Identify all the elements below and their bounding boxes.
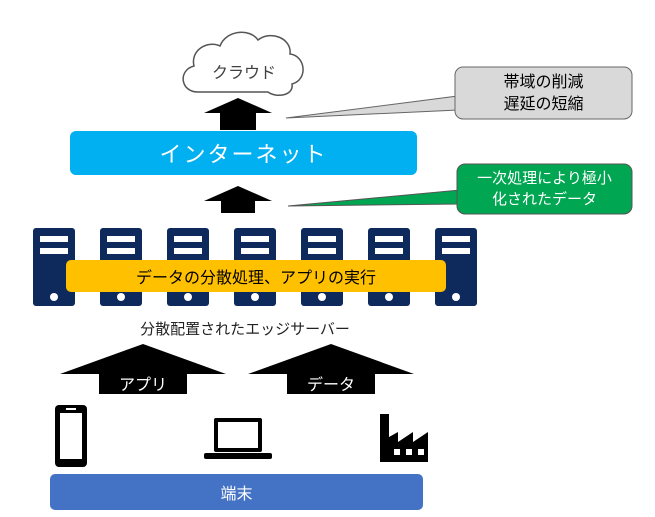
arrow-app (60, 344, 226, 394)
internet-bar (70, 131, 417, 175)
arrow-internet-to-cloud (204, 98, 272, 130)
cloud-label: クラウド (211, 63, 276, 82)
callout-bandwidth-text: 帯域の削減 遅延の短縮 (503, 72, 584, 113)
callout-gray-box (454, 66, 633, 120)
laptop-icon (204, 418, 272, 459)
callout-green-pointer (287, 189, 461, 207)
cloud-shape (182, 31, 304, 97)
callout-green-box (456, 163, 633, 215)
arrow-app-label: アプリ (118, 375, 167, 394)
internet-label: インターネット (159, 143, 328, 168)
processing-bar (66, 260, 446, 292)
processing-label: データの分散処理、アプリの実行 (135, 268, 376, 287)
arrow-data (248, 344, 414, 394)
terminal-bar (50, 474, 423, 510)
server-icon (33, 228, 75, 306)
arrow-servers-to-internet (204, 186, 272, 213)
servers-caption: 分散配置されたエッジサーバー (140, 319, 350, 338)
arrow-data-label: データ (306, 375, 355, 394)
terminal-label: 端末 (220, 484, 253, 503)
factory-icon (380, 414, 428, 462)
smartphone-icon (55, 405, 87, 467)
callout-primary-text: 一次処理により極小 化されたデータ (477, 169, 612, 208)
callout-gray-pointer (285, 95, 459, 119)
